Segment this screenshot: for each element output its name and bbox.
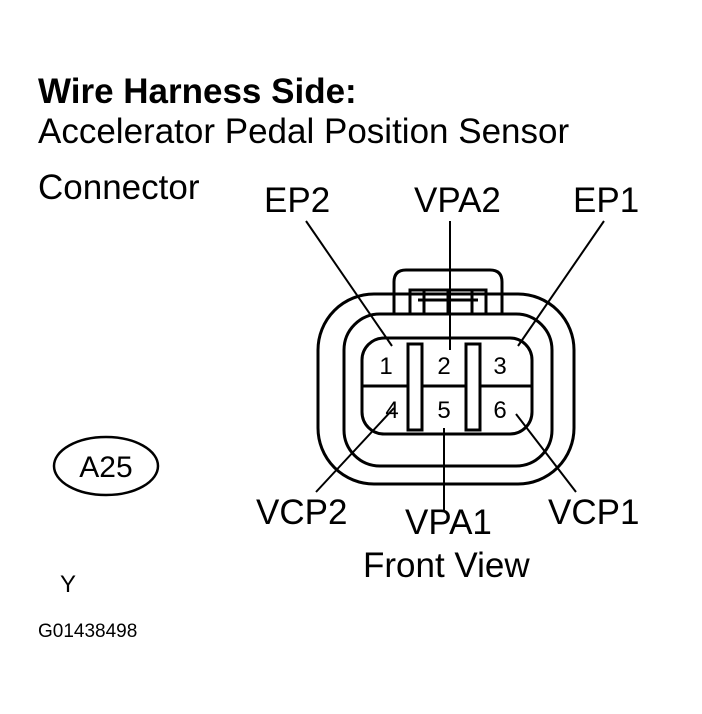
figure-id: G01438498 [38,621,138,642]
pin-label-vpa2: VPA2 [414,181,501,220]
pin-number-3: 3 [493,353,506,380]
pin-number-1: 1 [379,353,392,380]
pin-label-vcp1: VCP1 [548,493,640,532]
color-code: Y [60,571,77,598]
connector-id-label: A25 [79,451,132,484]
title-bold: Wire Harness Side: [38,72,357,111]
connector-latch [392,268,504,314]
leader-line-vcp1 [515,413,577,493]
leader-line-ep2 [305,220,393,347]
leader-line-vcp2 [315,407,395,493]
pin-label-ep1: EP1 [573,181,640,220]
pin-number-6: 6 [493,397,506,424]
pin-number-5: 5 [437,397,450,424]
pin-label-vcp2: VCP2 [256,493,348,532]
pin-label-vpa1: VPA1 [405,503,492,542]
connector-outer-housing [316,292,576,486]
pin-label-ep2: EP2 [264,181,331,220]
separator-bar [464,342,482,432]
leader-line-ep1 [517,220,605,347]
title-subtitle: Accelerator Pedal Position Sensor [38,112,570,151]
separator-bar [406,342,424,432]
connector-id-badge [52,435,160,497]
pin-number-2: 2 [437,353,450,380]
view-label: Front View [363,546,530,585]
title-connector-word: Connector [38,168,200,207]
